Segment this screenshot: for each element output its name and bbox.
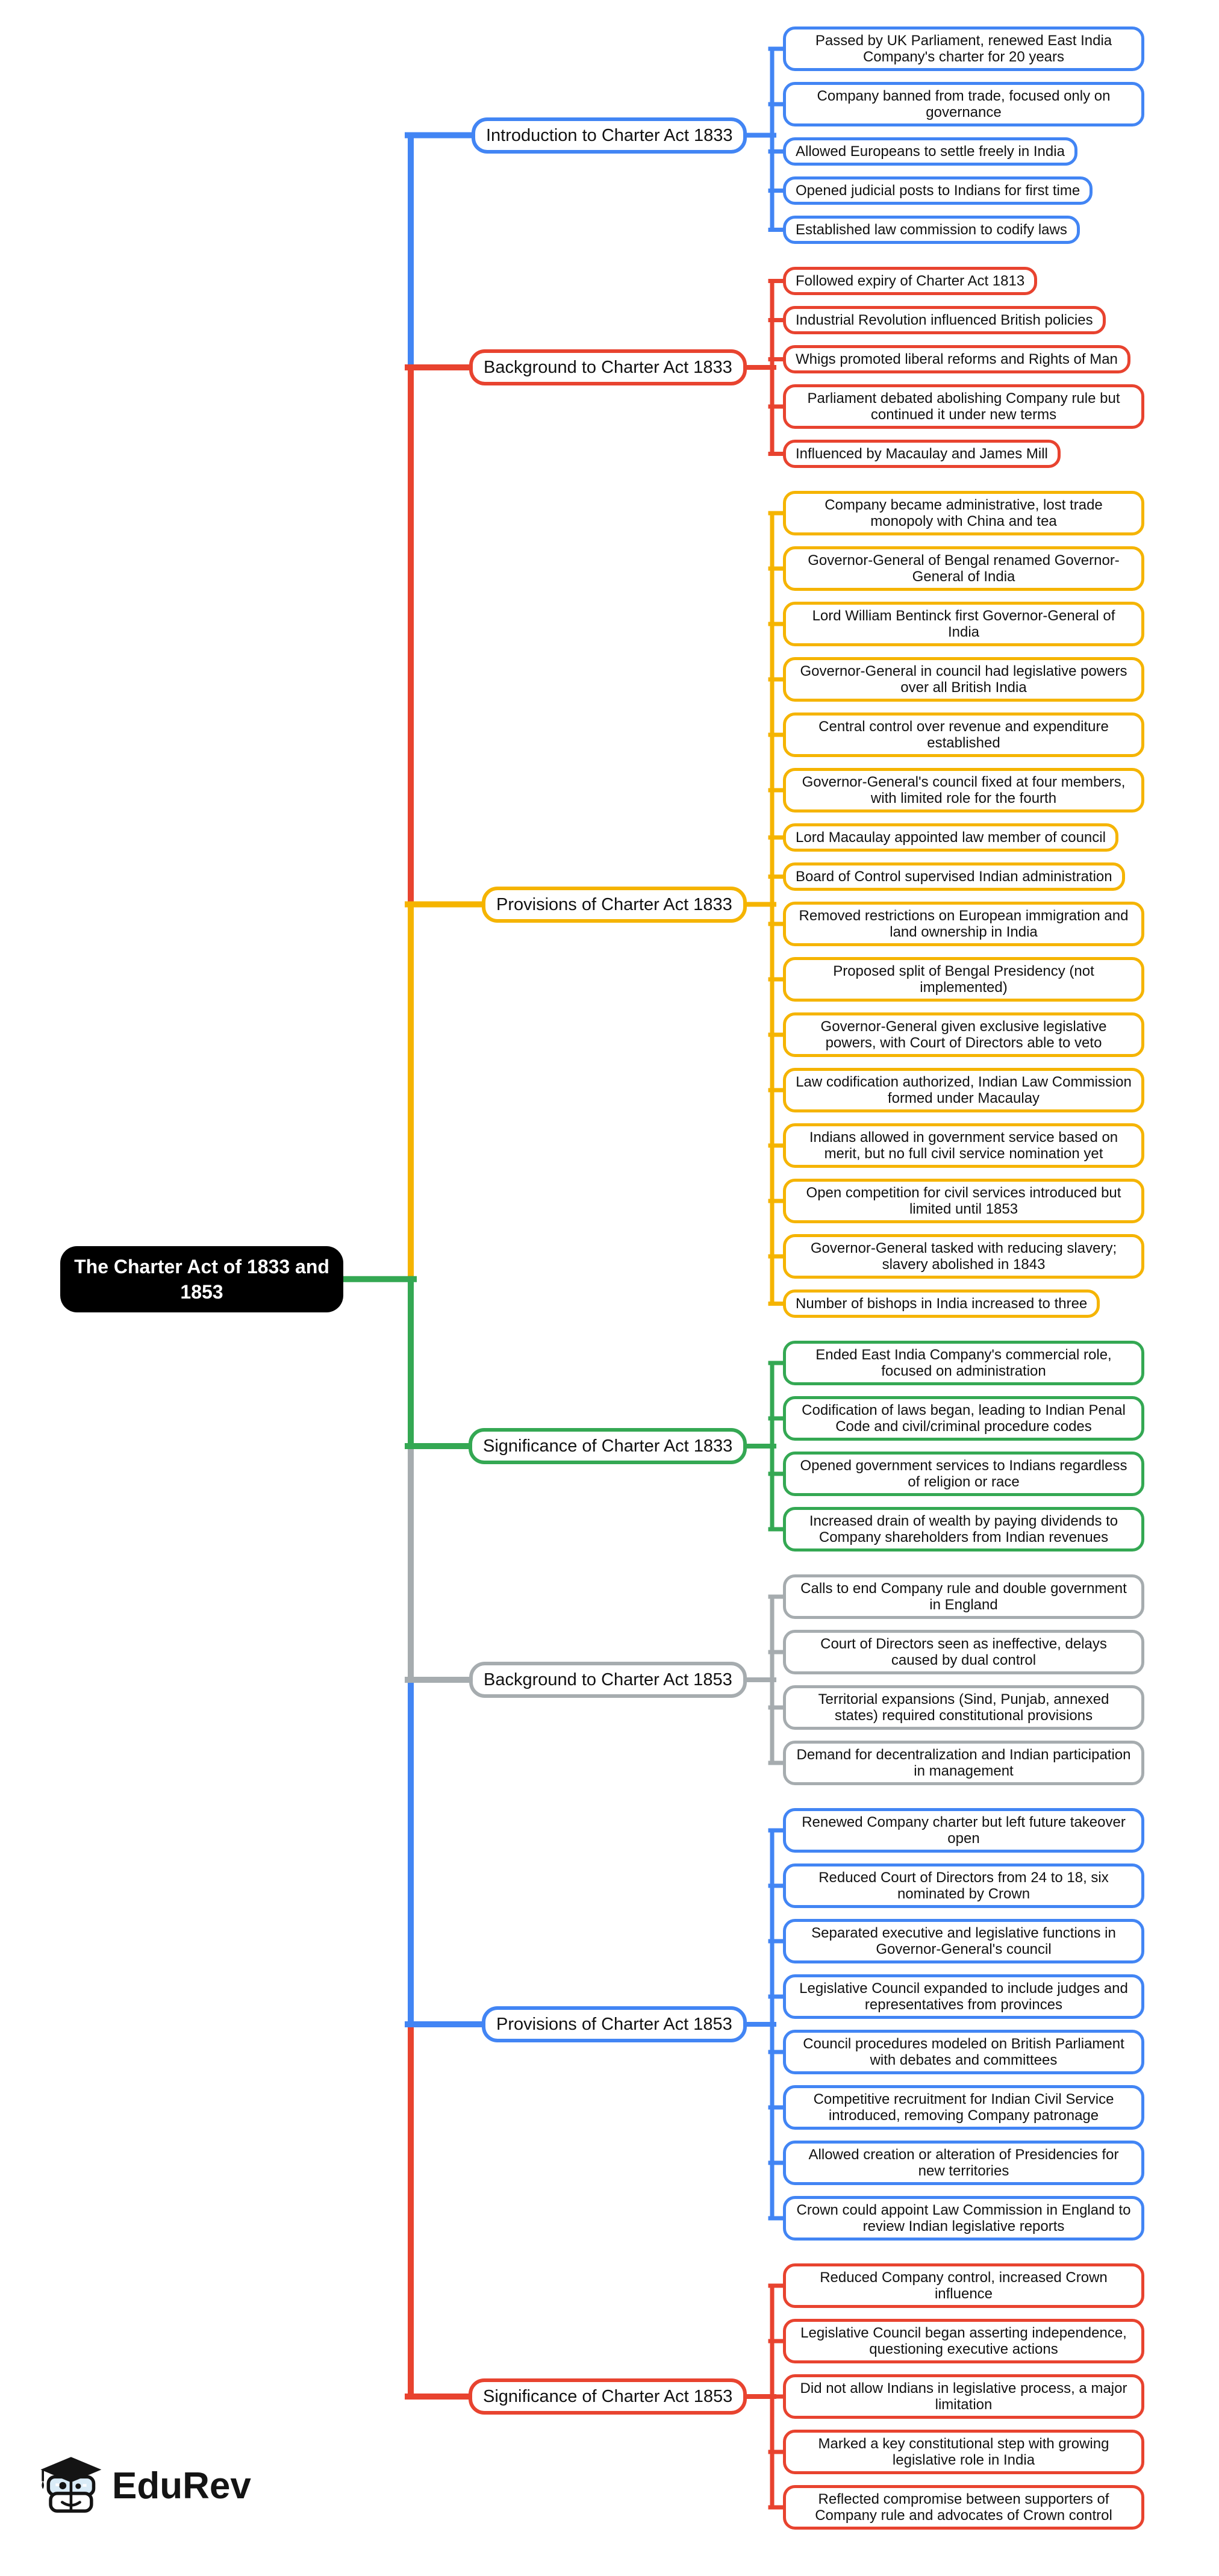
branch-label-significance-1853: Significance of Charter Act 1853 <box>469 2378 747 2415</box>
leaf-node: Allowed creation or alteration of Presid… <box>783 2141 1144 2185</box>
branch-leaves-group: Company became administrative, lost trad… <box>783 491 1156 1318</box>
leaf-node: Separated executive and legislative func… <box>783 1919 1144 1963</box>
leaf-node: Governor-General in council had legislat… <box>783 657 1144 702</box>
leaf-column: Passed by UK Parliament, renewed East In… <box>783 27 1156 2530</box>
branch-leaves-group: Passed by UK Parliament, renewed East In… <box>783 27 1156 244</box>
leaf-node: Competitive recruitment for Indian Civil… <box>783 2085 1144 2130</box>
edurev-brand-text: EduRev <box>112 2465 251 2507</box>
leaf-node: Number of bishops in India increased to … <box>783 1290 1100 1318</box>
branch-label-background-1853: Background to Charter Act 1853 <box>469 1662 747 1698</box>
leaf-node: Governor-General tasked with reducing sl… <box>783 1234 1144 1279</box>
branch-leaves-group: Renewed Company charter but left future … <box>783 1808 1156 2241</box>
leaf-node: Renewed Company charter but left future … <box>783 1808 1144 1853</box>
leaf-node: Removed restrictions on European immigra… <box>783 902 1144 946</box>
leaf-node: Crown could appoint Law Commission in En… <box>783 2196 1144 2241</box>
leaf-node: Governor-General of Bengal renamed Gover… <box>783 546 1144 591</box>
leaf-node: Indians allowed in government service ba… <box>783 1123 1144 1168</box>
leaf-node: Marked a key constitutional step with gr… <box>783 2430 1144 2474</box>
leaf-node: Council procedures modeled on British Pa… <box>783 2030 1144 2074</box>
branch-label-intro-1833: Introduction to Charter Act 1833 <box>472 117 747 154</box>
leaf-node: Court of Directors seen as ineffective, … <box>783 1630 1144 1674</box>
leaf-node: Industrial Revolution influenced British… <box>783 306 1106 334</box>
branch-leaves-group: Reduced Company control, increased Crown… <box>783 2263 1156 2530</box>
leaf-node: Governor-General's council fixed at four… <box>783 768 1144 812</box>
leaf-node: Passed by UK Parliament, renewed East In… <box>783 27 1144 71</box>
leaf-node: Whigs promoted liberal reforms and Right… <box>783 345 1130 373</box>
leaf-node: Opened judicial posts to Indians for fir… <box>783 176 1093 205</box>
leaf-node: Territorial expansions (Sind, Punjab, an… <box>783 1685 1144 1730</box>
branch-leaves-group: Ended East India Company's commercial ro… <box>783 1341 1156 1552</box>
leaf-node: Increased drain of wealth by paying divi… <box>783 1507 1144 1552</box>
leaf-node: Reduced Court of Directors from 24 to 18… <box>783 1863 1144 1908</box>
leaf-node: Influenced by Macaulay and James Mill <box>783 440 1061 468</box>
leaf-node: Legislative Council expanded to include … <box>783 1974 1144 2019</box>
leaf-node: Lord William Bentinck first Governor-Gen… <box>783 602 1144 646</box>
leaf-node: Demand for decentralization and Indian p… <box>783 1741 1144 1785</box>
leaf-node: Board of Control supervised Indian admin… <box>783 862 1125 891</box>
branch-label-provisions-1853: Provisions of Charter Act 1853 <box>482 2006 747 2042</box>
branch-leaves-group: Calls to end Company rule and double gov… <box>783 1574 1156 1785</box>
leaf-node: Reflected compromise between supporters … <box>783 2485 1144 2530</box>
leaf-node: Ended East India Company's commercial ro… <box>783 1341 1144 1385</box>
branch-label-background-1833: Background to Charter Act 1833 <box>469 349 747 385</box>
edurev-logo: EduRev <box>37 2454 251 2517</box>
root-node: The Charter Act of 1833 and 1853 <box>60 1246 343 1312</box>
leaf-node: Company became administrative, lost trad… <box>783 491 1144 535</box>
leaf-node: Lord Macaulay appointed law member of co… <box>783 823 1118 852</box>
leaf-node: Followed expiry of Charter Act 1813 <box>783 267 1038 295</box>
leaf-node: Governor-General given exclusive legisla… <box>783 1012 1144 1057</box>
branch-label-significance-1833: Significance of Charter Act 1833 <box>469 1428 747 1464</box>
leaf-node: Established law commission to codify law… <box>783 216 1080 244</box>
leaf-node: Open competition for civil services intr… <box>783 1179 1144 1223</box>
leaf-node: Law codification authorized, Indian Law … <box>783 1068 1144 1112</box>
leaf-node: Central control over revenue and expendi… <box>783 713 1144 757</box>
leaf-node: Reduced Company control, increased Crown… <box>783 2263 1144 2308</box>
leaf-node: Calls to end Company rule and double gov… <box>783 1574 1144 1619</box>
edurev-mascot-icon <box>40 2457 102 2513</box>
leaf-node: Codification of laws began, leading to I… <box>783 1396 1144 1441</box>
leaf-node: Opened government services to Indians re… <box>783 1452 1144 1496</box>
branch-label-provisions-1833: Provisions of Charter Act 1833 <box>482 887 747 923</box>
leaf-node: Legislative Council began asserting inde… <box>783 2319 1144 2363</box>
leaf-node: Did not allow Indians in legislative pro… <box>783 2374 1144 2419</box>
leaf-node: Allowed Europeans to settle freely in In… <box>783 137 1077 166</box>
leaf-node: Proposed split of Bengal Presidency (not… <box>783 957 1144 1002</box>
leaf-node: Company banned from trade, focused only … <box>783 82 1144 126</box>
leaf-node: Parliament debated abolishing Company ru… <box>783 384 1144 429</box>
